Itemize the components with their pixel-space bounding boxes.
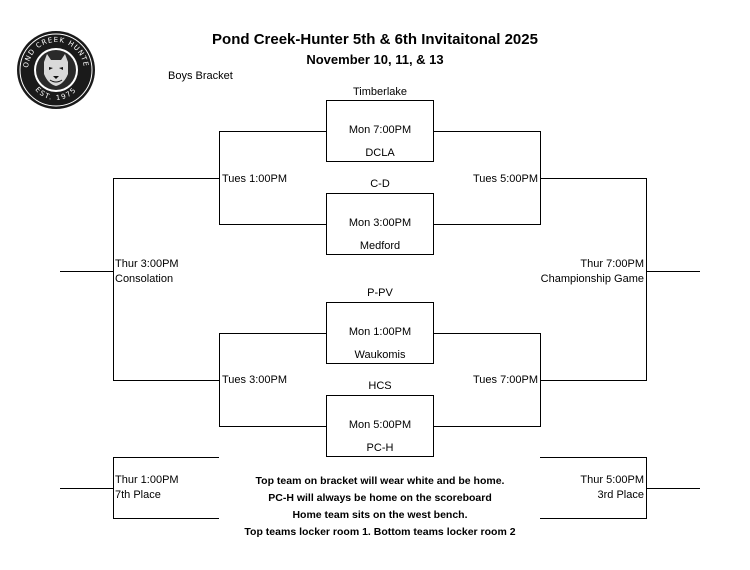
bracket-line [113, 178, 219, 179]
game-box-4 [326, 395, 434, 457]
bracket-line [646, 488, 700, 489]
bracket-line [646, 457, 647, 518]
bracket-line [219, 426, 326, 427]
g2-top-team: C-D [370, 178, 390, 190]
g1-top-team: Timberlake [353, 86, 407, 98]
consolation-time: Thur 3:00PM [115, 258, 179, 270]
bracket-line [113, 457, 114, 518]
bracket-line [540, 131, 541, 224]
bracket-line [60, 271, 113, 272]
semi-bottom-time: Tues 7:00PM [472, 374, 538, 386]
bracket-line [434, 333, 541, 334]
tournament-dates: November 10, 11, & 13 [306, 52, 444, 67]
cons-semi-bottom-time: Tues 3:00PM [222, 374, 288, 386]
championship-label: Championship Game [540, 273, 644, 285]
bracket-line [434, 224, 541, 225]
cons-semi-top-time: Tues 1:00PM [222, 173, 288, 185]
page-title: Pond Creek-Hunter 5th & 6th Invitaitonal… [212, 31, 538, 48]
g3-top-team: P-PV [367, 287, 393, 299]
note-line: PC-H will always be home on the scoreboa… [268, 492, 492, 504]
g1-bottom-team: DCLA [365, 147, 395, 159]
bracket-line [434, 131, 541, 132]
bracket-label: Boys Bracket [168, 70, 233, 82]
bracket-line [113, 380, 219, 381]
semi-top-time: Tues 5:00PM [472, 173, 538, 185]
bracket-line [540, 178, 647, 179]
seventh-place-label: 7th Place [115, 489, 161, 501]
bracket-line [219, 333, 326, 334]
bracket-line [540, 333, 541, 426]
school-logo: POND CREEK HUNTER EST. 1975 [13, 24, 96, 110]
third-place-time: Thur 5:00PM [580, 474, 644, 486]
note-line: Top team on bracket will wear white and … [255, 475, 505, 487]
note-line: Home team sits on the west bench. [292, 509, 468, 521]
seventh-place-time: Thur 1:00PM [115, 474, 179, 486]
g1-time: Mon 7:00PM [348, 124, 412, 136]
bracket-line [60, 488, 113, 489]
consolation-label: Consolation [115, 273, 174, 285]
note-line: Top teams locker room 1. Bottom teams lo… [244, 526, 516, 538]
bracket-line [540, 518, 647, 519]
bracket-line [113, 178, 114, 380]
bracket-line [540, 380, 647, 381]
g3-bottom-team: Waukomis [354, 349, 406, 361]
bracket-line [646, 178, 647, 380]
g2-time: Mon 3:00PM [348, 217, 412, 229]
g3-time: Mon 1:00PM [348, 326, 412, 338]
bracket-line [540, 457, 647, 458]
bracket-line [434, 426, 541, 427]
championship-time: Thur 7:00PM [580, 258, 644, 270]
g4-time: Mon 5:00PM [348, 419, 412, 431]
bracket-line [646, 271, 700, 272]
game-box-1 [326, 100, 434, 162]
g4-bottom-team: PC-H [366, 442, 394, 454]
bracket-line [219, 131, 326, 132]
g2-bottom-team: Medford [359, 240, 401, 252]
bracket-line [219, 131, 220, 224]
game-box-3 [326, 302, 434, 364]
bracket-line [113, 518, 219, 519]
third-place-label: 3rd Place [597, 489, 644, 501]
g4-top-team: HCS [368, 380, 392, 392]
bracket-notes: Top team on bracket will wear white and … [200, 473, 560, 541]
bracket-line [219, 333, 220, 426]
game-box-2 [326, 193, 434, 255]
bracket-line [219, 224, 326, 225]
bracket-line [113, 457, 219, 458]
